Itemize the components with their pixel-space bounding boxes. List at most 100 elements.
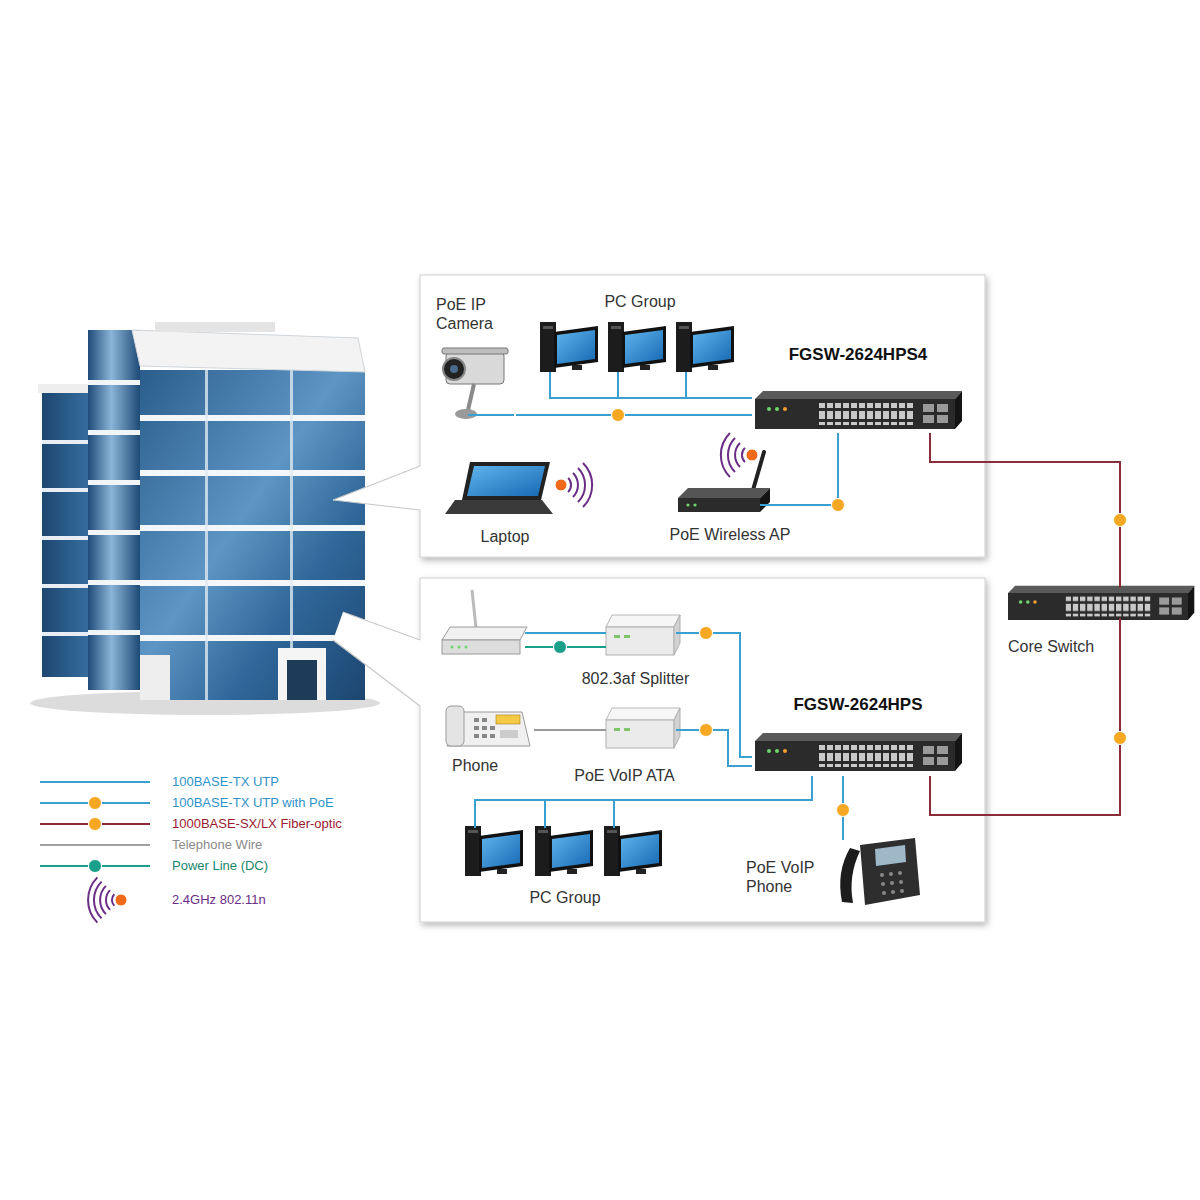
- office-building: [140, 470, 365, 476]
- device-label: PC Group: [604, 292, 675, 311]
- legend-sample: [89, 797, 102, 810]
- switch-icon: [1008, 586, 1194, 620]
- router-icon: [442, 627, 527, 640]
- wireless-dot: [555, 449, 758, 491]
- office-building: [140, 525, 365, 531]
- legend-row: 100BASE-TX UTP with PoE: [172, 795, 334, 811]
- legend-text: 100BASE-TX UTP with PoE: [172, 795, 334, 810]
- switch-icon: [755, 391, 962, 429]
- legend-sample: [88, 877, 97, 922]
- desk-phone-icon: [474, 718, 479, 722]
- switch-icon: [755, 391, 1194, 771]
- device-label: Laptop: [481, 527, 530, 546]
- voip-phone-icon: [882, 891, 886, 895]
- laptop-icon: [445, 462, 553, 514]
- laptop-icon: [462, 462, 550, 500]
- legend-text: 100BASE-TX UTP: [172, 774, 279, 789]
- pc-icon: [604, 826, 662, 876]
- callout-wedge: [333, 612, 421, 706]
- wire-stub: [544, 800, 546, 828]
- device-label: PC Group: [529, 888, 600, 907]
- cable-link: [516, 414, 752, 416]
- desk-phone-icon: [482, 734, 487, 738]
- ip-camera-icon: [468, 384, 474, 410]
- legend-text: 2.4GHz 802.11n: [172, 892, 266, 907]
- legend-sample: [106, 890, 110, 910]
- cable-link: [805, 433, 838, 505]
- office-building: [88, 330, 140, 690]
- device-model-label: FGSW-2624HPS4: [789, 345, 928, 365]
- legend-text: 1000BASE-SX/LX Fiber-optic: [172, 816, 342, 831]
- legend-row: Telephone Wire: [172, 837, 262, 853]
- callout-wedge: [333, 640, 420, 706]
- router-icon: [442, 640, 520, 654]
- legend-text: Telephone Wire: [172, 837, 262, 852]
- ip-camera-icon: [442, 348, 508, 419]
- splitter-node: 802.3af Splitter: [568, 605, 703, 693]
- callout-wedge: [333, 466, 420, 500]
- wire-stub: [468, 414, 514, 416]
- office-building: [140, 635, 365, 641]
- office-building: [287, 660, 317, 700]
- legend-sample: [40, 844, 150, 846]
- desk-phone-icon: [496, 715, 520, 724]
- legend-row: 100BASE-TX UTP: [172, 774, 279, 790]
- wire-stub: [760, 504, 806, 506]
- legend-sample: [89, 860, 102, 873]
- legend-row: Power Line (DC): [172, 858, 268, 874]
- pc-icon: [676, 322, 734, 372]
- office-building: [140, 580, 365, 586]
- core-switch-node: Core Switch: [1005, 578, 1195, 662]
- poe-dot: [612, 409, 1127, 817]
- phone-node: Phone: [442, 700, 534, 780]
- panel: [420, 275, 985, 922]
- wire-stub: [613, 800, 615, 828]
- desk-phone-icon: [482, 718, 487, 722]
- panel: [420, 578, 985, 922]
- wire-stub: [842, 828, 844, 840]
- voip-phone-icon: [889, 872, 893, 876]
- access-point-node: PoE Wireless AP: [655, 447, 805, 550]
- power-dot: [554, 641, 567, 654]
- router-icon: [472, 590, 476, 628]
- legend-sample: [40, 781, 150, 783]
- access-point-icon: [678, 452, 770, 512]
- office-building: [140, 415, 365, 421]
- wireless-waves: [721, 433, 730, 477]
- callout-wedge: [343, 612, 420, 640]
- legend-sample: [40, 782, 150, 923]
- office-building: [88, 530, 140, 535]
- wire-stub: [474, 818, 476, 828]
- wire-stub: [617, 372, 619, 398]
- ip-camera-icon: [450, 365, 458, 373]
- callout-wedge: [333, 466, 421, 510]
- voip-phone-node: PoE VoIP Phone: [742, 828, 924, 910]
- callout-wedge: [333, 466, 421, 706]
- wire-stub: [525, 632, 606, 634]
- access-point-icon: [760, 488, 770, 512]
- switch-node: FGSW-2624HPS4: [752, 343, 964, 433]
- desk-phone-icon: [446, 706, 464, 746]
- pc-icon: [608, 322, 666, 372]
- voip-phone-icon: [899, 880, 903, 884]
- desk-phone-icon: [446, 706, 530, 746]
- pc-icon: [465, 826, 523, 876]
- adapter-box-icon: [606, 708, 680, 748]
- legend-sample: [88, 877, 114, 922]
- wireless-dot: [746, 449, 758, 461]
- ip-camera-icon: [442, 348, 508, 354]
- pc-icon: [535, 826, 593, 876]
- adapter-box-icon: [606, 615, 680, 655]
- poe-dot: [1114, 732, 1127, 745]
- wire-stub: [1119, 578, 1121, 588]
- legend-sample: [100, 886, 106, 914]
- camera-node: PoE IP Camera: [432, 293, 516, 428]
- poe-dot: [1114, 514, 1127, 527]
- wire-stub: [560, 729, 606, 731]
- device-label: PoE Wireless AP: [670, 525, 791, 544]
- wireless-dot: [555, 479, 567, 491]
